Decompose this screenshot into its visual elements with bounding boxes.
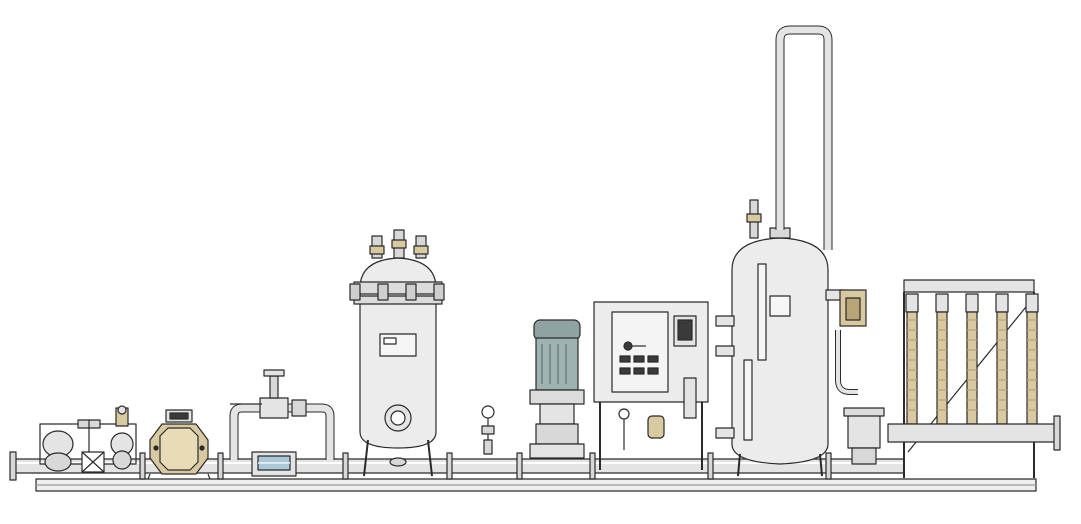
uv-reactor-tube <box>1025 293 1039 440</box>
pressure-gauge <box>481 405 495 455</box>
inlet-valve-group <box>39 405 137 473</box>
control-cabinet <box>593 301 709 470</box>
base-frame <box>35 478 1037 492</box>
uv-reactor-tube <box>965 293 979 440</box>
bypass-loop <box>229 369 335 460</box>
relief-valve-pair <box>835 289 867 395</box>
vertical-pump <box>529 319 585 459</box>
pressure-filter-vessel <box>349 229 445 477</box>
uv-reactor-bank <box>887 279 1061 478</box>
strainer-housing <box>147 409 211 480</box>
uv-reactor-tube <box>935 293 949 440</box>
sight-glass-box <box>251 451 297 477</box>
uv-reactor-tube <box>905 293 919 440</box>
deaerator-tank <box>715 199 845 477</box>
y-strainer <box>843 407 885 465</box>
uv-reactor-tube <box>995 293 1009 440</box>
vent-stack <box>775 25 833 250</box>
